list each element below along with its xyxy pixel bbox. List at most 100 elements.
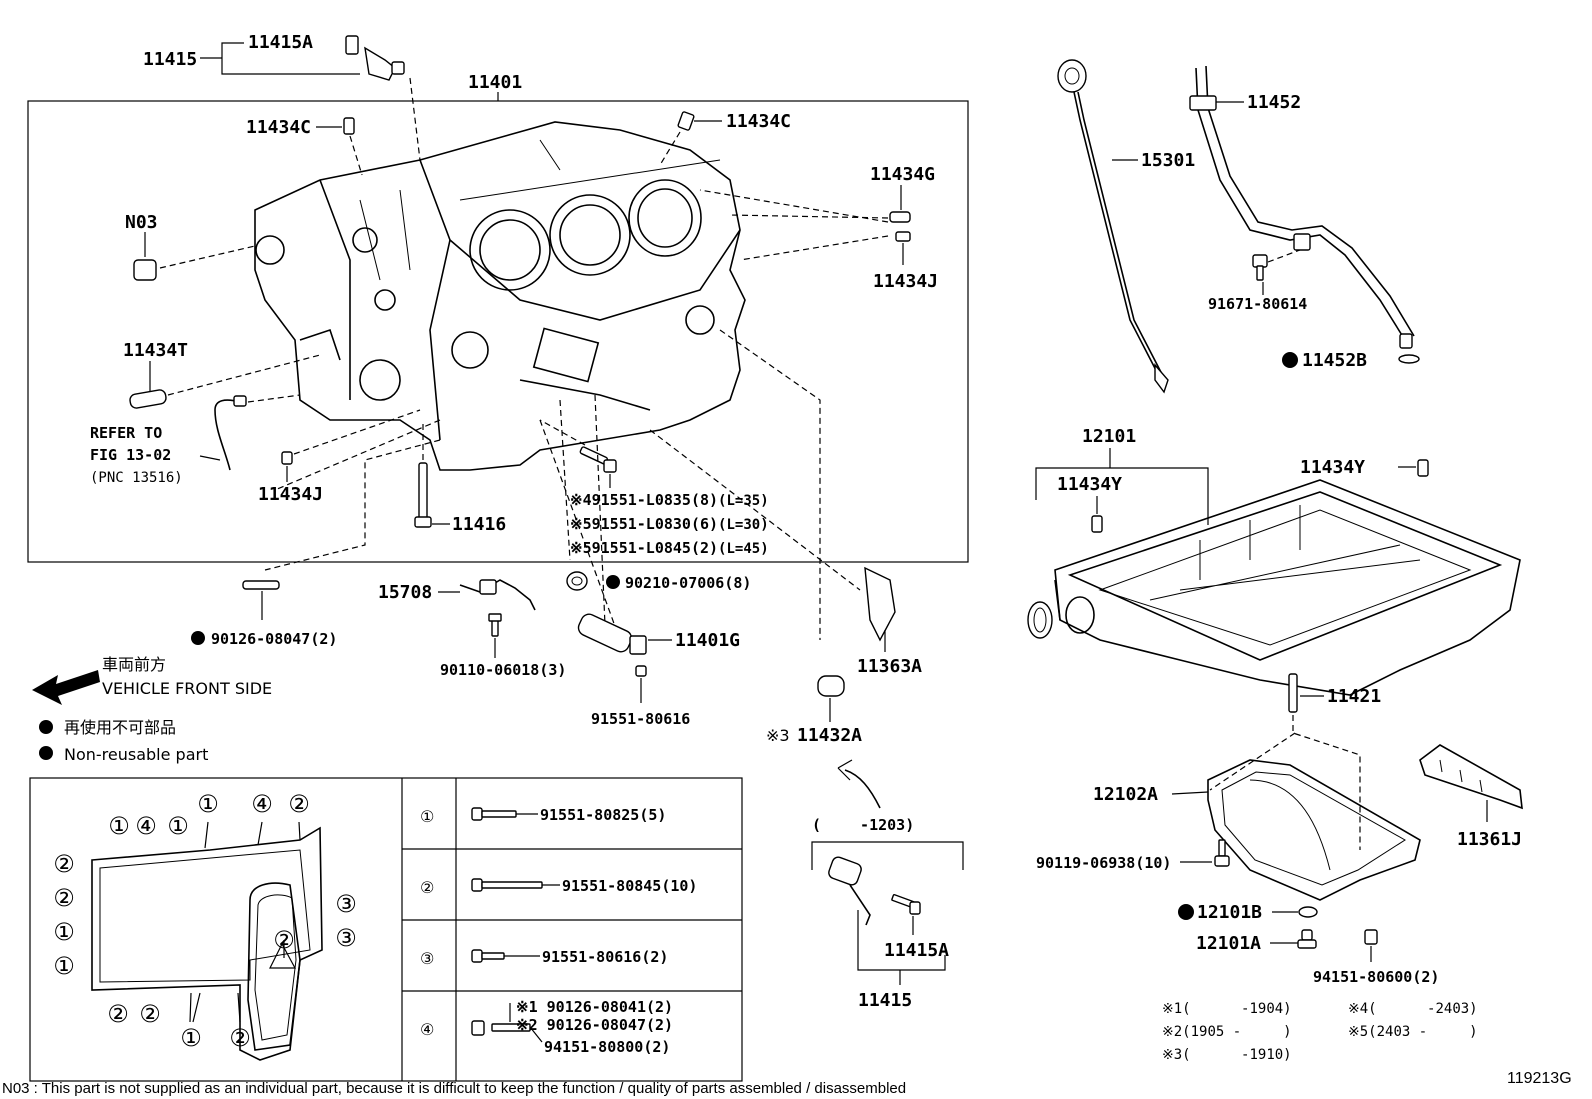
label-N03[interactable]: N03 bbox=[125, 212, 158, 233]
label-11434C-right[interactable]: 11434C bbox=[726, 111, 791, 132]
label-12102A[interactable]: 12102A bbox=[1093, 784, 1158, 805]
label-11415-top[interactable]: 11415 bbox=[143, 49, 197, 70]
bolt-91671 bbox=[1252, 254, 1268, 281]
engine-block-frame bbox=[27, 100, 969, 563]
label-11452[interactable]: 11452 bbox=[1247, 92, 1301, 113]
label-90119[interactable]: 90119-06938(10) bbox=[1036, 854, 1171, 872]
label-11434J-left[interactable]: 11434J bbox=[258, 484, 323, 505]
svg-text:①: ① bbox=[420, 807, 434, 826]
label-94151-80600[interactable]: 94151-80600(2) bbox=[1313, 968, 1439, 986]
refer-line3[interactable]: (PNC 13516) bbox=[90, 470, 183, 486]
date-notes: ※1( -1904) ※4( -2403) ※2(1905 - ) ※5(240… bbox=[1162, 1001, 1478, 1063]
block-bolt-list: ※491551-L0835(8)(L=35) ※591551-L0830(6)(… bbox=[570, 491, 769, 557]
nonreusable-dot-12101B bbox=[1178, 904, 1194, 920]
inset-callout: ② bbox=[107, 1000, 129, 1028]
inset-callout: ① bbox=[167, 812, 189, 840]
label-91671-80614[interactable]: 91671-80614 bbox=[1208, 295, 1307, 313]
sensor-11401G bbox=[577, 613, 647, 677]
inset-callout: ③ bbox=[335, 890, 357, 918]
pin-11434J-left bbox=[281, 451, 293, 465]
pin-11434Y-right bbox=[1417, 459, 1429, 477]
label-11434C-left[interactable]: 11434C bbox=[246, 117, 311, 138]
bolt-layout-inset bbox=[29, 777, 743, 1082]
nonreusable-legend-dot-1 bbox=[39, 720, 53, 734]
label-11434Y-left[interactable]: 11434Y bbox=[1057, 474, 1122, 495]
inset-callout: ③ bbox=[335, 924, 357, 952]
svg-text:※5(2403 - ): ※5(2403 - ) bbox=[1348, 1024, 1478, 1040]
pin-11434G bbox=[889, 211, 911, 223]
label-11416[interactable]: 11416 bbox=[452, 514, 506, 535]
mark-11432A[interactable]: ※3 bbox=[766, 726, 790, 745]
inset-callout: ④ bbox=[251, 790, 273, 818]
plug-12101A bbox=[1297, 929, 1317, 949]
label-11434Y-right[interactable]: 11434Y bbox=[1300, 457, 1365, 478]
bolt-90110 bbox=[488, 613, 502, 637]
kit-range[interactable]: ( -1203) bbox=[812, 816, 914, 834]
inset-callout: ② bbox=[53, 884, 75, 912]
nut-94151 bbox=[1364, 929, 1378, 945]
label-91551-80616[interactable]: 91551-80616 bbox=[591, 710, 690, 728]
svg-text:※2(1905 - ): ※2(1905 - ) bbox=[1162, 1024, 1292, 1040]
svg-text:④: ④ bbox=[420, 1020, 434, 1039]
kit-bolt-11415A bbox=[891, 894, 921, 915]
inset-callout: ② bbox=[229, 1024, 251, 1052]
inset-part-4a[interactable]: ※1 90126-08041(2) bbox=[516, 998, 673, 1016]
label-11415A-top[interactable]: 11415A bbox=[248, 32, 313, 53]
label-11421[interactable]: 11421 bbox=[1327, 686, 1381, 707]
inset-callout: ② bbox=[288, 790, 310, 818]
bolt-11416 bbox=[414, 462, 432, 528]
inset-callout: ① bbox=[180, 1024, 202, 1052]
nonreusable-jp: 再使用不可部品 bbox=[64, 718, 176, 737]
inset-part-2[interactable]: 91551-80845(10) bbox=[562, 877, 697, 895]
inset-callout: ② bbox=[53, 850, 75, 878]
label-11401G[interactable]: 11401G bbox=[675, 630, 740, 651]
pin-11434J-right bbox=[895, 231, 911, 242]
svg-text:※1( -1904): ※1( -1904) bbox=[1162, 1001, 1292, 1017]
inset-callout: ④ bbox=[135, 812, 157, 840]
refer-line1[interactable]: REFER TO bbox=[90, 424, 162, 442]
label-11434J-right[interactable]: 11434J bbox=[873, 271, 938, 292]
vehicle-front-arrow bbox=[32, 670, 100, 705]
label-90126-08047[interactable]: 90126-08047(2) bbox=[211, 630, 337, 648]
oring-11452B bbox=[1398, 354, 1420, 364]
label-11401[interactable]: 11401 bbox=[468, 72, 522, 93]
oil-pan-bolt-layout bbox=[91, 826, 323, 1061]
svg-text:②: ② bbox=[420, 878, 434, 897]
oil-seal bbox=[1027, 601, 1053, 639]
label-11432A[interactable]: 11432A bbox=[797, 725, 862, 746]
label-12101B[interactable]: 12101B bbox=[1197, 902, 1262, 923]
inset-callout: ② bbox=[139, 1000, 161, 1028]
pin-11434T bbox=[129, 389, 167, 409]
plug-11432A bbox=[817, 675, 845, 697]
inset-callout: ① bbox=[53, 952, 75, 980]
kit-label-11415A[interactable]: 11415A bbox=[884, 940, 949, 961]
inset-part-4c[interactable]: 94151-80800(2) bbox=[544, 1038, 670, 1056]
label-11363A[interactable]: 11363A bbox=[857, 656, 922, 677]
inset-part-3[interactable]: 91551-80616(2) bbox=[542, 948, 668, 966]
inset-callout: ① bbox=[108, 812, 130, 840]
label-90210[interactable]: 90210-07006(8) bbox=[625, 574, 751, 592]
footnote-N03: N03 : This part is not supplied as an in… bbox=[2, 1080, 906, 1097]
inset-part-4b[interactable]: ※2 90126-08047(2) bbox=[516, 1016, 673, 1034]
inset-part-1[interactable]: 91551-80825(5) bbox=[540, 806, 666, 824]
kit-label-11415[interactable]: 11415 bbox=[858, 990, 912, 1011]
label-15301[interactable]: 15301 bbox=[1141, 150, 1195, 171]
arrow-11432A bbox=[844, 769, 881, 809]
label-11434T[interactable]: 11434T bbox=[123, 340, 188, 361]
label-15708[interactable]: 15708 bbox=[378, 582, 432, 603]
refer-line2[interactable]: FIG 13-02 bbox=[90, 446, 171, 464]
stud-11421 bbox=[1288, 673, 1298, 713]
label-12101A[interactable]: 12101A bbox=[1196, 933, 1261, 954]
label-90110[interactable]: 90110-06018(3) bbox=[440, 661, 566, 679]
plug-11434C-right bbox=[677, 111, 695, 131]
nonreusable-dot-11452B bbox=[1282, 352, 1298, 368]
label-11434G[interactable]: 11434G bbox=[870, 164, 935, 185]
bearing-cap-11363A bbox=[864, 566, 896, 642]
label-11361J[interactable]: 11361J bbox=[1457, 829, 1522, 850]
label-11452B[interactable]: 11452B bbox=[1302, 350, 1367, 371]
bolt-90119 bbox=[1214, 839, 1230, 867]
label-12101[interactable]: 12101 bbox=[1082, 426, 1136, 447]
oil-pipe bbox=[214, 399, 241, 471]
